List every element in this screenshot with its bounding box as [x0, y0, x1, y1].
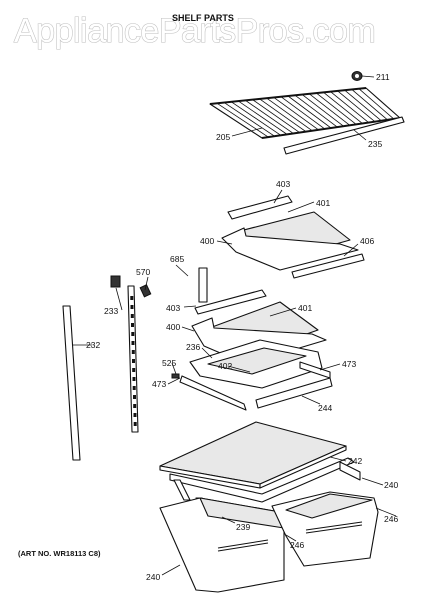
crisper-cover-242	[159, 421, 347, 489]
part-number-labels: 211 205 235 403 401 400 406 685 570 233 …	[86, 72, 398, 582]
part-label-236: 236	[186, 342, 200, 352]
part-label-246-right: 246	[384, 514, 398, 524]
crisper-drawer-left-240	[159, 497, 285, 593]
part-label-473-left: 473	[152, 379, 166, 389]
trim-strip-235	[283, 116, 405, 155]
part-label-401-middle: 401	[298, 303, 312, 313]
part-label-244: 244	[318, 403, 332, 413]
part-label-240-drawer: 240	[146, 572, 160, 582]
leader-lines	[72, 75, 397, 576]
part-label-406: 406	[360, 236, 374, 246]
shelf-support-685	[198, 267, 208, 303]
part-label-205: 205	[216, 132, 230, 142]
art-number: (ART NO. WR18113 C8)	[18, 549, 101, 558]
part-label-400-middle: 400	[166, 322, 180, 332]
clip-570	[139, 284, 152, 298]
part-label-570: 570	[136, 267, 150, 277]
part-label-242: 242	[348, 456, 362, 466]
watermark-text: AppliancePartsPros.com	[14, 12, 375, 50]
part-label-525: 525	[162, 358, 176, 368]
part-label-235: 235	[368, 139, 382, 149]
part-label-239: 239	[236, 522, 250, 532]
part-label-246-left: 246	[290, 540, 304, 550]
crisper-drawer-right-246	[271, 491, 379, 567]
part-label-402: 402	[218, 361, 232, 371]
upper-shelf-assembly	[221, 195, 365, 279]
part-label-473-right: 473	[342, 359, 356, 369]
part-label-403-upper: 403	[276, 179, 290, 189]
rail-233	[127, 285, 139, 433]
part-label-211: 211	[376, 72, 390, 82]
part-label-403-middle: 403	[166, 303, 180, 313]
part-label-240-frame: 240	[384, 480, 398, 490]
rail-232	[62, 305, 81, 461]
knob-211	[351, 71, 363, 81]
diagram-title: SHELF PARTS	[172, 13, 234, 23]
part-label-685: 685	[170, 254, 184, 264]
part-label-233: 233	[104, 306, 118, 316]
wire-shelf-205	[209, 87, 401, 139]
part-label-400-upper: 400	[200, 236, 214, 246]
bracket-233	[110, 275, 121, 288]
part-label-401-upper: 401	[316, 198, 330, 208]
part-label-232: 232	[86, 340, 100, 350]
